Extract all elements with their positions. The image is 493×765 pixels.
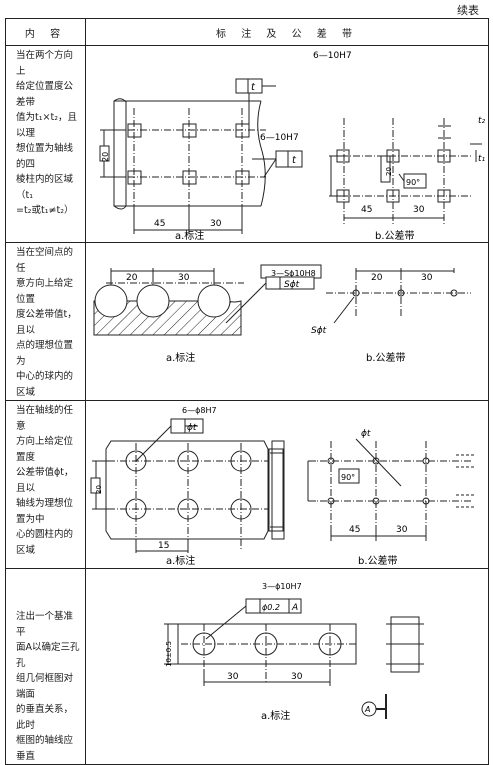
svg-text:90°: 90°: [341, 473, 355, 482]
t2-label: t₂: [478, 116, 486, 126]
row1-description: 当在两个方向上给定位置度公差带值为t₁×t₂，且以理 想位置为轴线的四棱柱内的区…: [5, 45, 86, 243]
svg-text:30: 30: [413, 205, 425, 215]
row4-description: 注出一个基准平面A以确定三孔孔组几何框图对端面 的垂直关系，此时框图的轴线应垂直: [5, 568, 86, 765]
zone-label: ϕt: [361, 429, 371, 439]
row4-figures: 3—ϕ10H7 ϕ0.2 A 10±0.5 30 30 A a.标注: [85, 568, 489, 765]
tolerance-table: 内 容 标 注 及 公 差 带 当在两个方向上给定位置度公差带值为t₁×t₂，且…: [5, 18, 489, 765]
callout-label: 3—Sϕ10H8: [271, 269, 316, 278]
row1-drawing: 6—10H7 t 6—10H7 t 20 45 30 a.标注 20 90° 4…: [99, 51, 486, 242]
header-content: 内 容: [5, 18, 86, 46]
dim-20: 20: [101, 152, 110, 162]
svg-text:45: 45: [361, 205, 372, 215]
svg-text:b.公差带: b.公差带: [358, 554, 398, 567]
datum-letter: A: [291, 603, 298, 613]
dim-10-tol: 10±0.5: [165, 641, 173, 667]
tolerance-value: ϕ0.2: [262, 603, 280, 612]
row2-description: 当在空间点的任意方向上给定位置度公差带值t，且以 点的理想位置为中心的球内的区域: [5, 242, 86, 401]
svg-text:30: 30: [396, 525, 408, 535]
caption-b: b.公差带: [375, 229, 415, 242]
header-notation: 标 注 及 公 差 带: [85, 18, 489, 46]
svg-text:30: 30: [291, 672, 303, 682]
svg-text:30: 30: [421, 273, 433, 283]
row2-figures: 3—Sϕ10H8 Sϕt 20 30 20 30 Sϕt a.标注 b.公差带: [85, 242, 489, 401]
tolerance-symbol-right: t: [292, 155, 297, 166]
continued-label: 续表: [457, 4, 479, 17]
tolerance-symbol: ϕt: [187, 423, 197, 433]
svg-text:a.标注: a.标注: [166, 554, 195, 567]
callout-label-top: 6—10H7: [313, 51, 352, 61]
callout-label-right: 6—10H7: [260, 133, 299, 143]
tolerance-symbol: Sϕt: [284, 280, 300, 290]
svg-text:a.标注: a.标注: [166, 351, 195, 364]
svg-text:20: 20: [371, 273, 383, 283]
dim-15: 15: [158, 541, 169, 551]
svg-text:20: 20: [95, 485, 103, 494]
svg-text:b.公差带: b.公差带: [366, 351, 406, 364]
dim-30: 30: [210, 219, 222, 229]
angle-90: 90°: [406, 178, 420, 187]
datum-symbol-letter: A: [364, 705, 370, 714]
svg-text:20: 20: [385, 167, 393, 176]
row3-drawing: 6—ϕ8H7 ϕt 20 15 90° 45 30 ϕt a.标注 b.公差带: [90, 406, 476, 567]
row3-figures: 6—ϕ8H7 ϕt 20 15 90° 45 30 ϕt a.标注 b.公差带: [85, 400, 489, 569]
row2-drawing: 3—Sϕ10H8 Sϕt 20 30 20 30 Sϕt a.标注 b.公差带: [93, 264, 471, 364]
svg-text:30: 30: [227, 672, 239, 682]
callout-label: 6—ϕ8H7: [182, 406, 217, 415]
caption-a: a.标注: [175, 229, 204, 242]
svg-text:a.标注: a.标注: [261, 709, 290, 722]
row3-description: 当在轴线的任意方向上给定位置度公差带值ϕt，且以 轴线为理想位置为中心的圆柱内的…: [5, 400, 86, 569]
t1-label: t₁: [478, 154, 486, 164]
zone-label: Sϕt: [311, 326, 327, 336]
row4-drawing: 3—ϕ10H7 ϕ0.2 A 10±0.5 30 30 A a.标注: [164, 582, 424, 722]
svg-text:30: 30: [178, 273, 190, 283]
svg-text:20: 20: [126, 273, 138, 283]
callout-label: 3—ϕ10H7: [262, 582, 302, 591]
dim-45: 45: [154, 219, 165, 229]
svg-text:45: 45: [349, 525, 360, 535]
row1-figures: 6—10H7 t 6—10H7 t 20 45 30 a.标注 20 90° 4…: [85, 45, 489, 243]
tolerance-symbol-top: t: [251, 82, 256, 93]
